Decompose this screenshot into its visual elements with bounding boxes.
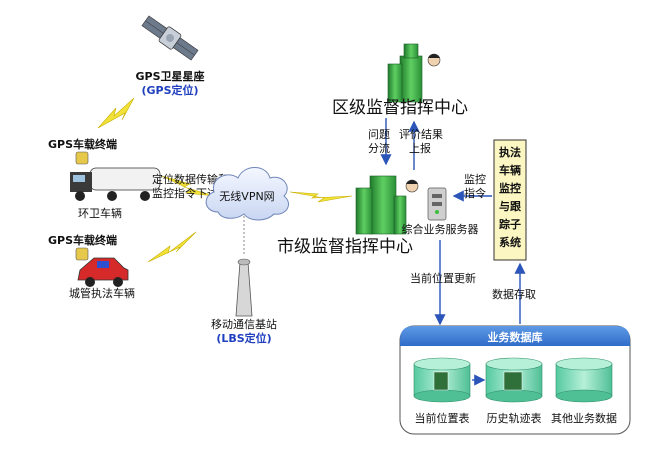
tracking-system-box [493, 139, 527, 261]
satellite-icon [141, 15, 199, 61]
terminal-2-label: GPS车载终端 [48, 233, 117, 247]
city-building-icon [355, 175, 407, 235]
link-label-line-1: 定位数据传输和 [152, 172, 229, 186]
vpn-cloud-icon [205, 167, 289, 221]
vpn-label: 无线VPN网 [219, 189, 274, 203]
tracking-system-line-4: 与跟 [499, 200, 522, 213]
server-label: 综合业务服务器 [402, 222, 479, 236]
sanitation-truck-icon [70, 167, 161, 201]
gps-terminal-icon [75, 151, 89, 165]
district-center-title: 区级监督指挥中心 [332, 98, 468, 118]
issue-dispatch-line-2: 分流 [368, 141, 390, 155]
issue-dispatch-line-1: 问题 [368, 128, 390, 141]
table-history-track-label: 历史轨迹表 [487, 411, 542, 425]
eval-report-line-2: 上报 [409, 141, 431, 155]
lightning-icon [97, 97, 135, 129]
table-other-data-label: 其他业务数据 [551, 411, 617, 425]
tracking-system-line-1: 执法 [499, 145, 521, 159]
link-label-line-2: 监控指令下达 [152, 186, 218, 200]
table-current-position-label: 当前位置表 [415, 411, 470, 425]
enforcement-car-icon [77, 257, 129, 287]
operator-icon [405, 179, 419, 193]
gps-subtitle: (GPS定位) [141, 83, 198, 97]
tracking-system-line-6: 系统 [499, 235, 521, 249]
base-station-tower-icon [235, 258, 253, 317]
city-center-title: 市级监督指挥中心 [277, 237, 413, 257]
table-other-data-cylinder [555, 357, 613, 403]
gps-title: GPS卫星星座 [135, 69, 204, 83]
lightning-icon [147, 231, 197, 263]
table-current-position-cylinder [413, 357, 471, 403]
database-container [399, 325, 631, 435]
lightning-icon [289, 191, 353, 203]
data-access-label: 数据存取 [492, 287, 536, 301]
tracking-system-line-5: 踪子 [499, 217, 521, 231]
monitor-cmd-line-1: 监控 [464, 172, 486, 186]
eval-report-line-1: 评价结果 [399, 128, 443, 141]
terminal-1-label: GPS车载终端 [48, 137, 117, 151]
table-history-track-cylinder [485, 357, 543, 403]
monitor-cmd-line-2: 指令 [464, 186, 486, 200]
database-title: 业务数据库 [488, 330, 543, 344]
tracking-system-line-2: 车辆 [499, 163, 521, 177]
sanitation-vehicle-label: 环卫车辆 [78, 206, 122, 220]
pos-update-label: 当前位置更新 [410, 271, 476, 285]
gps-terminal-icon [75, 247, 89, 261]
operator-icon [427, 53, 441, 67]
district-building-icon [387, 43, 423, 103]
enforcement-vehicle-label: 城管执法车辆 [69, 286, 135, 300]
base-station-label: 移动通信基站 [211, 317, 277, 331]
base-station-subtitle: (LBS定位) [216, 331, 271, 345]
server-icon [427, 187, 447, 221]
tracking-system-line-3: 监控 [499, 181, 521, 195]
